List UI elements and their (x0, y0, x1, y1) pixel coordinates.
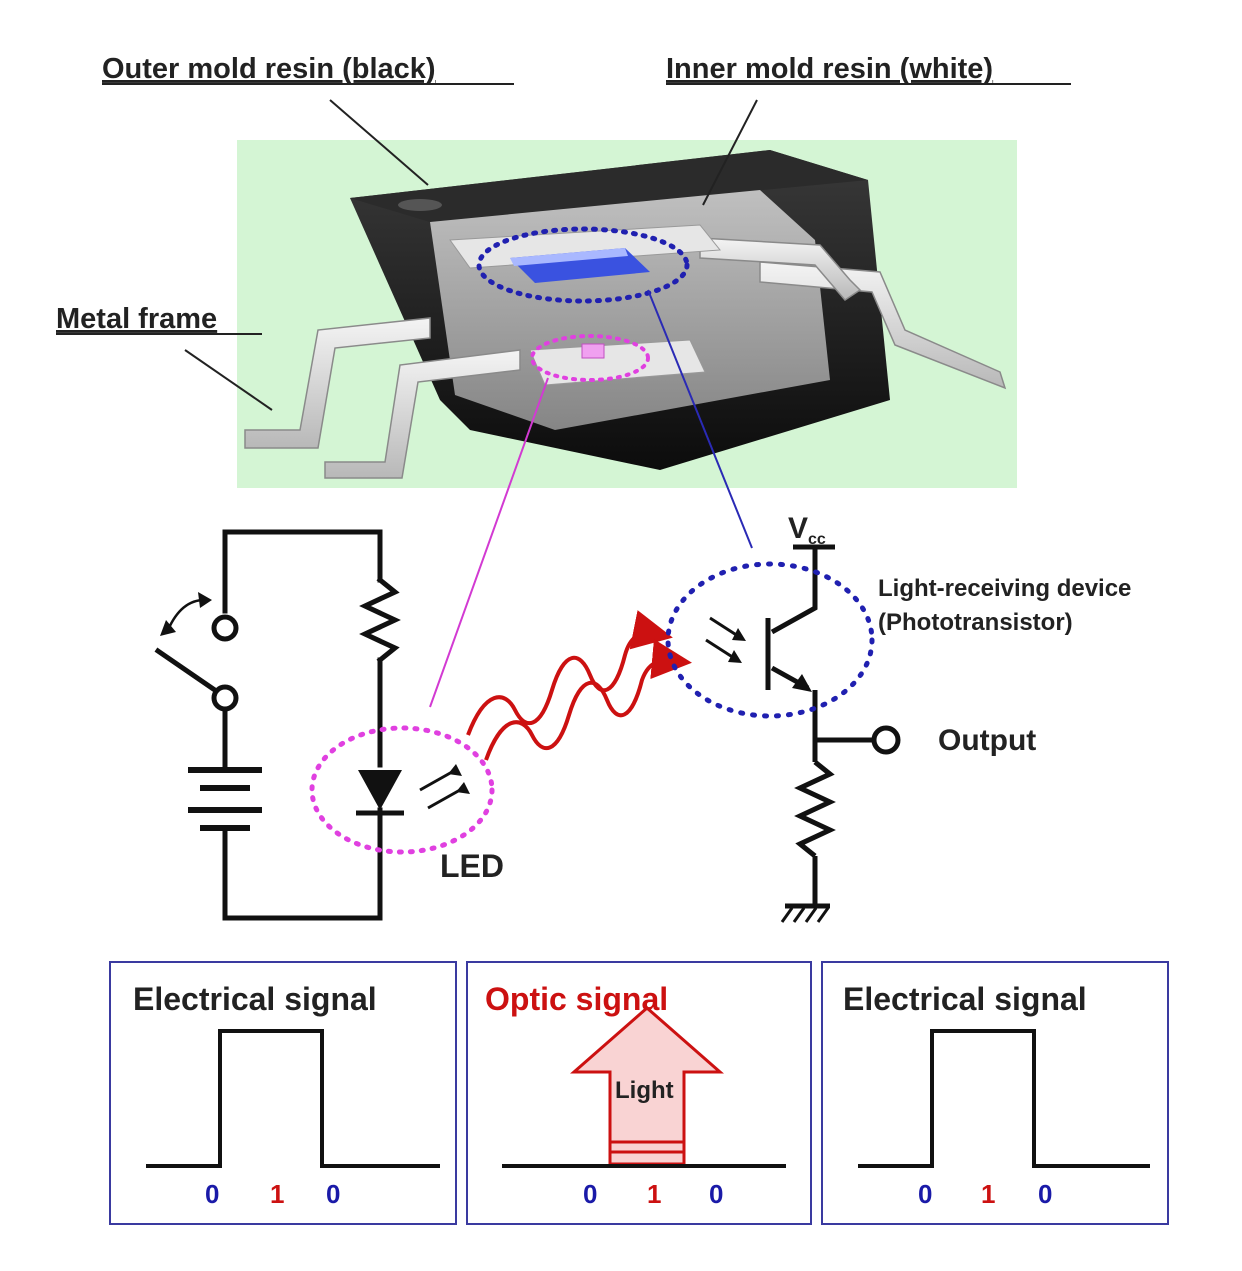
led-diode-icon (358, 770, 402, 810)
pulldown-resistor (794, 760, 836, 858)
led-label: LED (440, 848, 504, 884)
output-label: Output (938, 724, 1036, 757)
metal-frame-lead-4 (699, 237, 862, 301)
outer-mold-label: Outer mold resin (black) (102, 53, 436, 85)
signal-digit-0: 0 (583, 1179, 597, 1209)
package-illustration (237, 140, 1017, 488)
signal-digit-0: 0 (918, 1179, 932, 1209)
signal-digit-2: 0 (1038, 1179, 1052, 1209)
photo-arrowhead-2 (728, 650, 742, 663)
inner-mold-leader (702, 99, 758, 206)
metal-frame-leader (184, 349, 273, 411)
outer-mold-leader (329, 99, 429, 186)
outer-mold-top (350, 150, 868, 222)
switch-arrowhead-right (198, 592, 212, 608)
receiver-highlight-circle (476, 226, 690, 304)
led-highlight-circle (530, 334, 650, 382)
metal-frame-lead-1 (244, 317, 431, 449)
receiver-circuit-highlight (665, 561, 875, 719)
led-emission-arrows-icon (419, 770, 461, 810)
signal-digit-0: 0 (205, 1179, 219, 1209)
pulse-waveform (146, 1029, 440, 1168)
phototransistor-circuit (765, 544, 875, 909)
panel-title: Electrical signal (843, 981, 1087, 1017)
signal-digit-1: 1 (647, 1179, 661, 1209)
light-arrow-icon (570, 1006, 724, 1166)
led-arrowhead-1 (448, 764, 462, 776)
emitter-arrowhead (792, 674, 812, 692)
signal-panel-electrical-input: Electrical signal 0 1 0 (109, 961, 457, 1225)
led-circuit-wire-bottom (222, 807, 383, 921)
vcc-main: V (788, 512, 808, 545)
panel-frame (109, 961, 457, 1225)
metal-frame-lead-2 (324, 349, 521, 479)
series-resistor (359, 576, 401, 664)
metal-frame-label: Metal frame (56, 303, 217, 335)
pulse-waveform (858, 1029, 1150, 1168)
panel-title: Optic signal (485, 981, 668, 1017)
switch-lever (154, 647, 229, 701)
led-circuit-highlight (309, 725, 495, 855)
receiver-label-line1: Light-receiving device (878, 575, 1131, 602)
metal-frame-lead-3 (759, 261, 1007, 390)
led-circuit-wire-top (222, 529, 383, 614)
signal-digit-2: 0 (709, 1179, 723, 1209)
optical-wave-1 (466, 610, 673, 736)
collector-wire (770, 547, 818, 635)
signal-digit-1: 1 (270, 1179, 284, 1209)
inner-mold-label: Inner mold resin (white) (666, 53, 993, 85)
receiver-chip-top (510, 248, 628, 266)
photo-arrowhead-1 (732, 628, 746, 641)
switch-arrowhead-left (160, 620, 176, 636)
led-zoom-line (429, 377, 549, 708)
signal-panel-electrical-output: Electrical signal 0 1 0 (821, 961, 1169, 1225)
optical-wave-2 (484, 639, 692, 761)
mold-dimple (398, 199, 442, 211)
light-arrow-label: Light (615, 1077, 674, 1104)
panel-frame (821, 961, 1169, 1225)
led-circuit (154, 529, 401, 921)
vcc-label: Vcc (788, 512, 826, 548)
incoming-light-arrows-icon (705, 616, 739, 660)
signal-digit-2: 0 (326, 1179, 340, 1209)
receiver-label-line2: (Phototransistor) (878, 609, 1073, 636)
panel-title: Electrical signal (133, 981, 377, 1017)
switch-contact-bottom (211, 684, 239, 712)
switch-contact-top (211, 614, 239, 642)
vcc-subscript: cc (808, 531, 826, 548)
led-arrowhead-2 (456, 782, 470, 794)
signal-digit-1: 1 (981, 1179, 995, 1209)
led-chip (581, 343, 605, 359)
battery-icon (188, 767, 262, 831)
ground-hatch-icon (780, 907, 830, 923)
signal-panel-optic: Light Optic signal 0 1 0 (466, 961, 812, 1225)
receiver-zoom-line (647, 289, 753, 549)
output-terminal (871, 725, 901, 755)
